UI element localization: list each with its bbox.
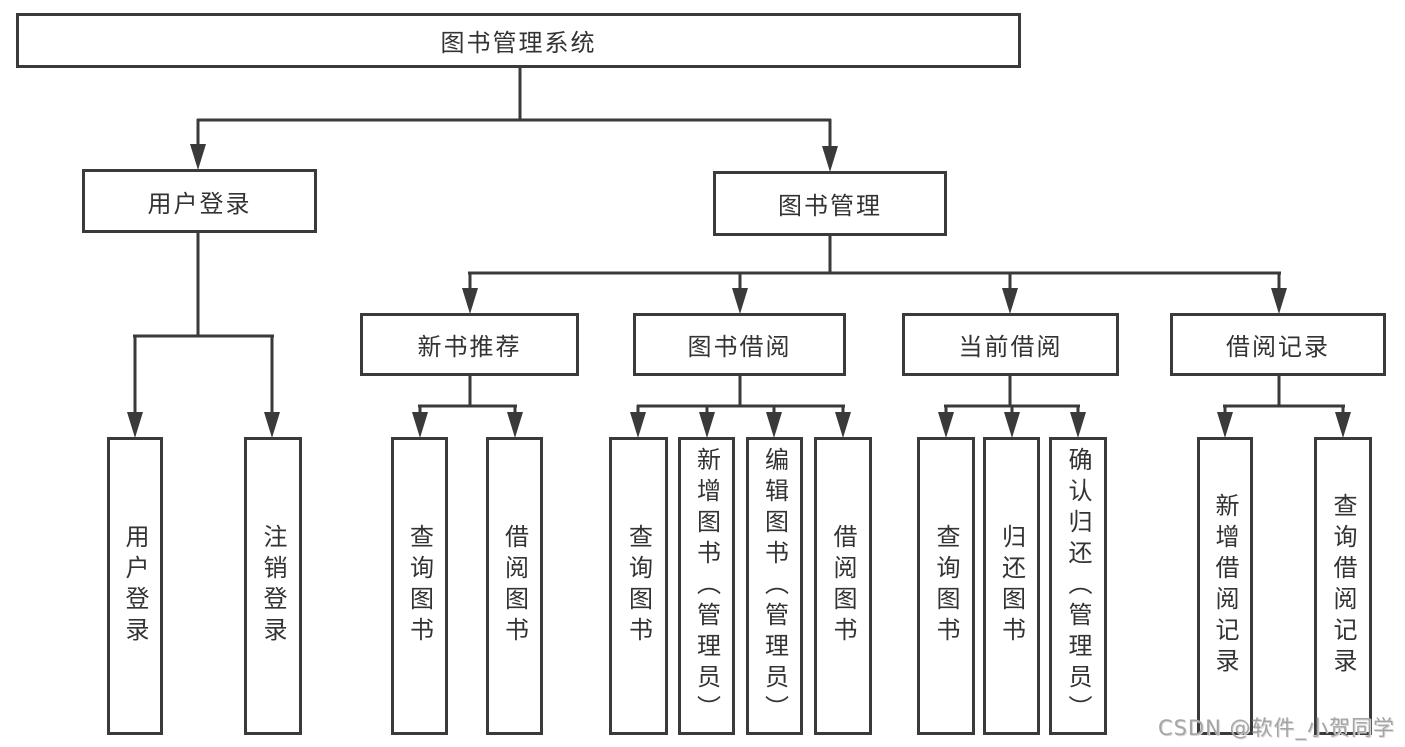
arrowhead-down-icon [732,288,748,314]
node-label: 图书借阅 [687,333,792,361]
node-label: 查询图书 [405,524,434,648]
node-current-borrowing: 当前借阅 [902,313,1119,376]
arrowhead-down-icon [835,412,851,438]
node-label: 查询借阅记录 [1329,493,1357,679]
node-label: 确认归还（管理员） [1064,446,1092,726]
watermark: CSDN @软件_小贺同学 [1157,716,1395,740]
node-query-books: 查询图书 [609,437,668,735]
node-user-login-leaf: 用户登录 [107,437,163,735]
node-label: 用户登录 [147,189,252,218]
arrowhead-down-icon [699,412,715,438]
node-query-books: 查询图书 [917,437,975,735]
node-library-management-system: 图书管理系统 [16,13,1021,68]
arrowhead-down-icon [1002,288,1018,314]
node-borrow-books: 借阅图书 [814,437,872,735]
node-query-books: 查询图书 [391,437,448,735]
node-label: 注销登录 [259,524,287,648]
arrowhead-down-icon [412,412,428,438]
node-user-login: 用户登录 [82,169,317,233]
node-label: 新书推荐 [417,333,522,361]
node-label: 新增图书（管理员） [692,446,721,726]
node-borrowing-records: 借阅记录 [1170,313,1386,376]
node-label: 借阅记录 [1226,333,1330,361]
node-book-borrowing: 图书借阅 [633,313,846,376]
arrowhead-down-icon [766,412,782,438]
arrowhead-down-icon [127,412,143,438]
node-return-books: 归还图书 [983,437,1040,735]
node-confirm-return-admin: 确认归还（管理员） [1049,437,1107,735]
arrowhead-down-icon [1335,412,1351,438]
node-label: 查询图书 [624,524,653,648]
node-label: 归还图书 [997,524,1026,648]
node-label: 借阅图书 [829,524,857,648]
arrowhead-down-icon [1217,412,1233,438]
arrowhead-down-icon [507,412,523,438]
node-label: 用户登录 [121,524,149,648]
arrowhead-down-icon [1070,412,1086,438]
node-borrow-books: 借阅图书 [486,437,543,735]
node-label: 编辑图书（管理员） [760,446,789,726]
arrowhead-down-icon [822,146,838,172]
node-label: 新增借阅记录 [1211,493,1239,679]
arrowhead-down-icon [264,412,280,438]
node-add-borrow-record: 新增借阅记录 [1197,437,1253,735]
node-logout: 注销登录 [244,437,302,735]
node-label: 当前借阅 [958,333,1063,361]
arrowhead-down-icon [630,412,646,438]
node-label: 借阅图书 [500,524,529,648]
arrowhead-down-icon [1004,412,1020,438]
node-add-book-admin: 新增图书（管理员） [678,437,735,735]
node-label: 查询图书 [932,524,960,648]
arrowhead-down-icon [1271,288,1287,314]
node-new-book-recommend: 新书推荐 [360,313,579,376]
arrowhead-down-icon [462,288,478,314]
node-label: 图书管理系统 [440,29,597,57]
node-edit-book-admin: 编辑图书（管理员） [746,437,803,735]
node-book-management: 图书管理 [713,171,947,236]
arrowhead-down-icon [938,412,954,438]
node-query-borrow-record: 查询借阅记录 [1314,437,1372,735]
arrowhead-down-icon [190,144,206,170]
node-label: 图书管理 [778,192,882,220]
